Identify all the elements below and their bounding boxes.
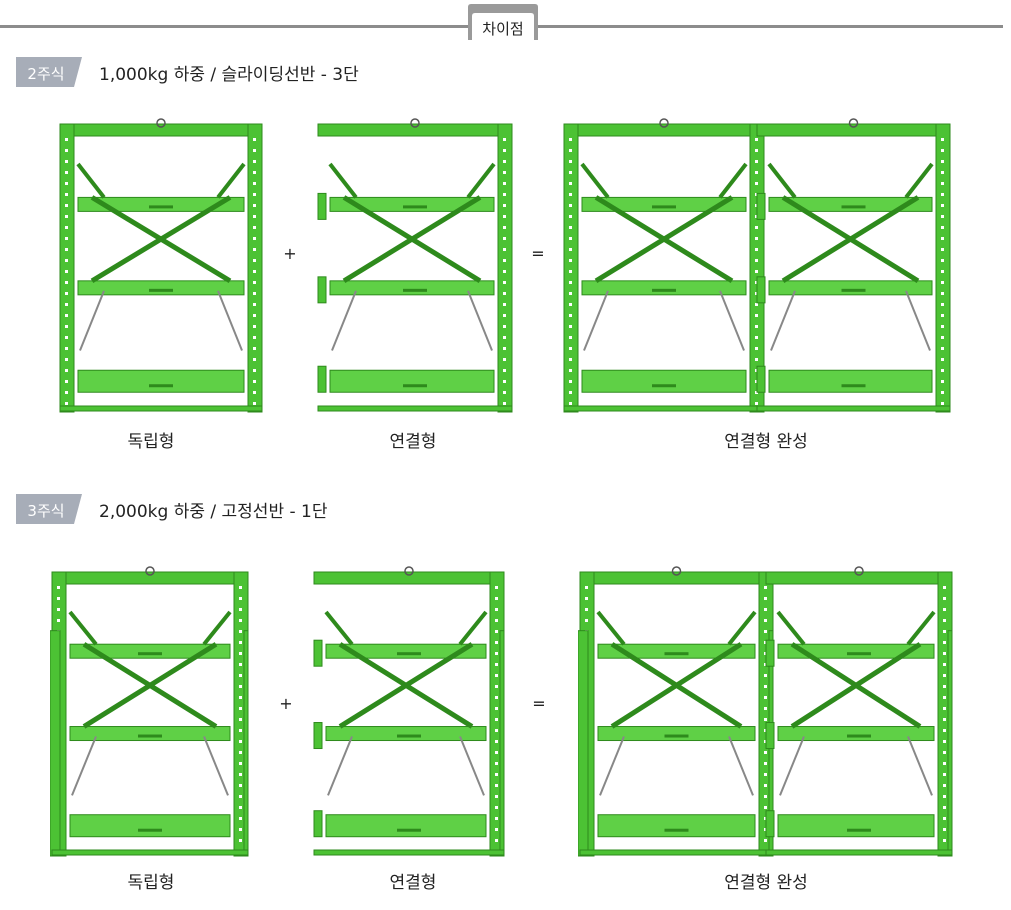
section-badge: 2주식	[16, 57, 82, 87]
tab-shape	[468, 4, 538, 40]
caption-completed: 연결형 완성	[724, 432, 808, 452]
completed-connected-rack-image	[578, 566, 953, 857]
section-title: 1,000kg 하중 / 슬라이딩선반 - 3단	[99, 65, 359, 85]
standalone-rack-image	[59, 118, 263, 413]
standalone-rack-image	[50, 566, 249, 857]
plus-sign: +	[283, 244, 297, 263]
equals-sign: =	[531, 244, 545, 263]
equals-sign: =	[532, 694, 546, 713]
connected-rack-image	[313, 566, 505, 857]
caption-connected: 연결형	[389, 432, 437, 452]
plus-sign: +	[279, 694, 293, 713]
caption-connected: 연결형	[389, 873, 437, 893]
connected-rack-image	[317, 118, 513, 413]
difference-tab: 차이점	[466, 4, 540, 41]
completed-connected-rack-image	[563, 118, 951, 413]
caption-standalone: 독립형	[127, 432, 175, 452]
difference-tab-label: 차이점	[482, 20, 524, 38]
section-badge: 3주식	[16, 494, 82, 524]
caption-completed: 연결형 완성	[724, 873, 808, 893]
section-title: 2,000kg 하중 / 고정선반 - 1단	[99, 502, 328, 522]
caption-standalone: 독립형	[127, 873, 175, 893]
